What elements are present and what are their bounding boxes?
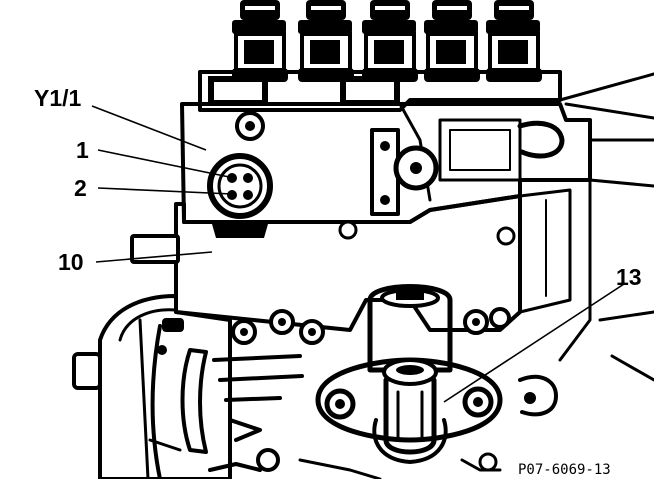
leader-line-y1-1 [91, 105, 207, 151]
callout-label-10: 10 [58, 249, 84, 275]
reference-code-backdrop [512, 458, 654, 478]
leader-line-13 [443, 283, 625, 403]
callout-label-2: 2 [74, 175, 87, 201]
reference-code: P07-6069-13 [518, 462, 611, 478]
leader-line-2 [97, 187, 233, 195]
callout-label-13: 13 [616, 264, 642, 290]
callout-labels: Y1/1 1 2 10 13 [34, 85, 642, 290]
leader-line-10 [95, 251, 213, 263]
solenoid-connector [207, 153, 273, 238]
callout-label-y1-1: Y1/1 [34, 85, 82, 111]
callout-label-1: 1 [76, 137, 89, 163]
delivery-valve-fittings [198, 0, 562, 112]
hydraulic-head-fitting [256, 284, 558, 479]
leader-line-1 [97, 149, 235, 179]
pump-body [130, 178, 654, 382]
governor-housing [72, 294, 304, 479]
leader-lines [91, 105, 625, 403]
